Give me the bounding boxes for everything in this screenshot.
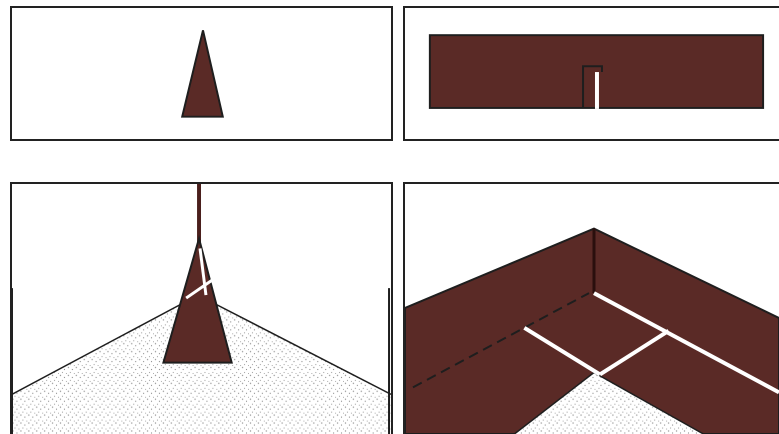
panel-corridor bbox=[10, 182, 393, 434]
dashed-gap-left bbox=[412, 292, 590, 389]
diagonal-gap bbox=[185, 277, 216, 300]
dark-walls bbox=[405, 227, 779, 434]
floor-edge-right bbox=[593, 371, 704, 434]
gap-right bbox=[593, 291, 779, 395]
speckled-floor bbox=[12, 295, 391, 434]
triangle-figure bbox=[180, 30, 225, 118]
floor-edge-left bbox=[12, 294, 199, 395]
gap-cross bbox=[598, 329, 670, 377]
panel-rectangle bbox=[403, 6, 779, 141]
floor-edge-left bbox=[513, 371, 595, 434]
panel-room-corner bbox=[403, 182, 779, 434]
speckled-floor-patch bbox=[514, 372, 704, 434]
rectangle-figure bbox=[428, 34, 765, 109]
center-gap bbox=[198, 248, 208, 296]
room-corner-figure bbox=[405, 227, 779, 434]
panel-triangle bbox=[10, 6, 393, 141]
slit-outline bbox=[582, 65, 603, 108]
corridor-figure bbox=[12, 184, 391, 434]
dark-triangle-shape bbox=[162, 234, 233, 364]
dark-triangle bbox=[180, 30, 225, 118]
gap-diagonal bbox=[523, 326, 602, 377]
floor-edge-right bbox=[197, 294, 391, 395]
